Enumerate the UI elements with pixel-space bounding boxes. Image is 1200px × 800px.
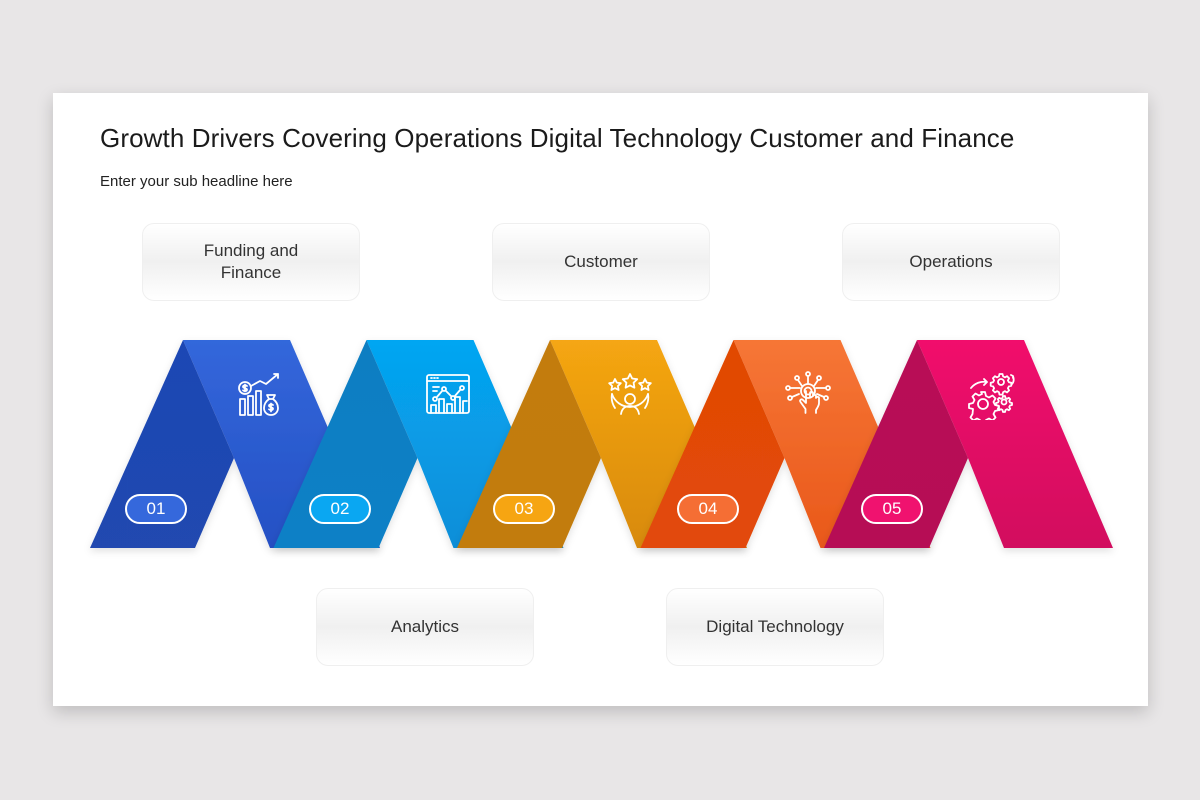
label-operations: Operations bbox=[842, 223, 1060, 301]
step-badge-02: 02 bbox=[309, 494, 371, 524]
step-number: 02 bbox=[330, 499, 350, 518]
analytics-dashboard-icon bbox=[426, 374, 470, 414]
step-badge-05: 05 bbox=[861, 494, 923, 524]
step-number: 05 bbox=[882, 499, 902, 518]
slide-title: Growth Drivers Covering Operations Digit… bbox=[100, 123, 1015, 153]
segment-4-dark-strip bbox=[640, 340, 785, 548]
segment-5 bbox=[824, 340, 1113, 548]
finance-growth-icon bbox=[238, 373, 279, 416]
step-number: 01 bbox=[146, 499, 166, 518]
label-funding-finance: Funding and Finance bbox=[142, 223, 360, 301]
segment-2-dark-strip bbox=[273, 340, 418, 548]
step-badge-04: 04 bbox=[677, 494, 739, 524]
label-digital-technology-text: Digital Technology bbox=[706, 617, 844, 636]
step-badge-03: 03 bbox=[493, 494, 555, 524]
label-operations-text: Operations bbox=[909, 252, 993, 271]
segment-3-dark-strip bbox=[457, 340, 601, 548]
label-funding-line2: Finance bbox=[220, 263, 282, 282]
segment-5-dark-strip bbox=[824, 340, 968, 548]
customer-rating-icon bbox=[608, 373, 652, 415]
label-analytics-text: Analytics bbox=[390, 617, 460, 636]
step-number: 03 bbox=[514, 499, 534, 518]
label-customer: Customer bbox=[492, 223, 710, 301]
segment-1-dark-strip bbox=[90, 340, 234, 548]
segment-5-light-strip bbox=[917, 340, 1113, 548]
label-funding-line1: Funding and bbox=[203, 241, 299, 260]
step-number: 04 bbox=[698, 499, 718, 518]
slide-subtitle: Enter your sub headline here bbox=[100, 173, 293, 190]
step-badge-01: 01 bbox=[125, 494, 187, 524]
label-digital-technology: Digital Technology bbox=[666, 588, 884, 666]
operations-gears-icon bbox=[968, 373, 1015, 420]
label-analytics: Analytics bbox=[316, 588, 534, 666]
label-customer-text: Customer bbox=[564, 252, 638, 271]
digital-touch-icon bbox=[785, 371, 831, 414]
